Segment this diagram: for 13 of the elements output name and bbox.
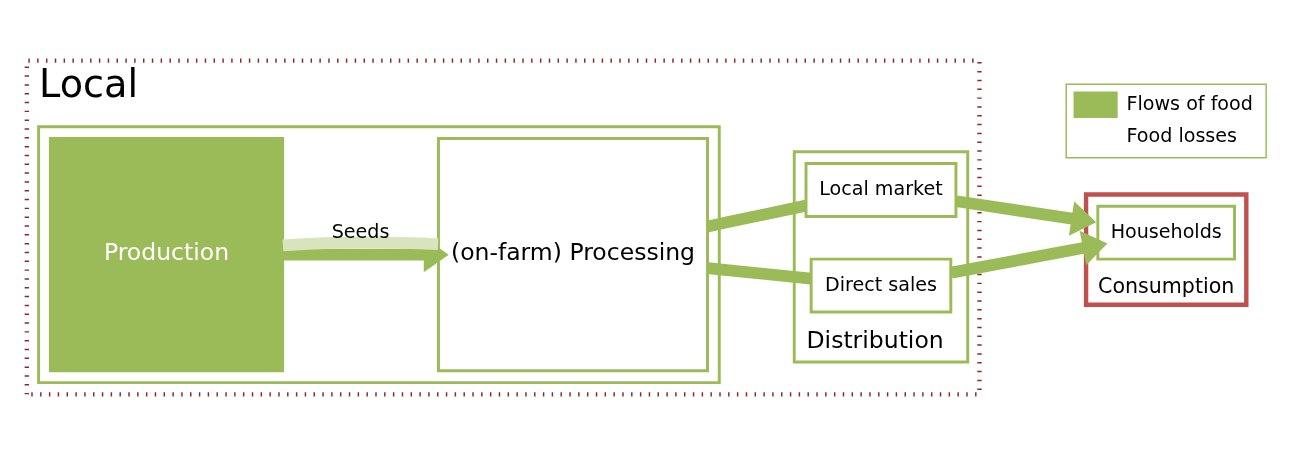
node-box: Production — [48, 136, 285, 372]
legend-label: Flows of food — [1126, 91, 1253, 115]
edge-label: Seeds — [331, 219, 390, 243]
node-box: Local market — [804, 161, 958, 218]
connector — [282, 235, 439, 251]
legend-label: Food losses — [1126, 123, 1238, 147]
arrow — [283, 236, 449, 272]
node-box: Households — [1096, 204, 1236, 261]
cluster — [37, 124, 721, 384]
connector — [706, 199, 808, 232]
node-box: Direct sales — [809, 257, 953, 313]
node-box: (on-farm) Processing — [437, 136, 709, 372]
connector — [707, 261, 812, 284]
